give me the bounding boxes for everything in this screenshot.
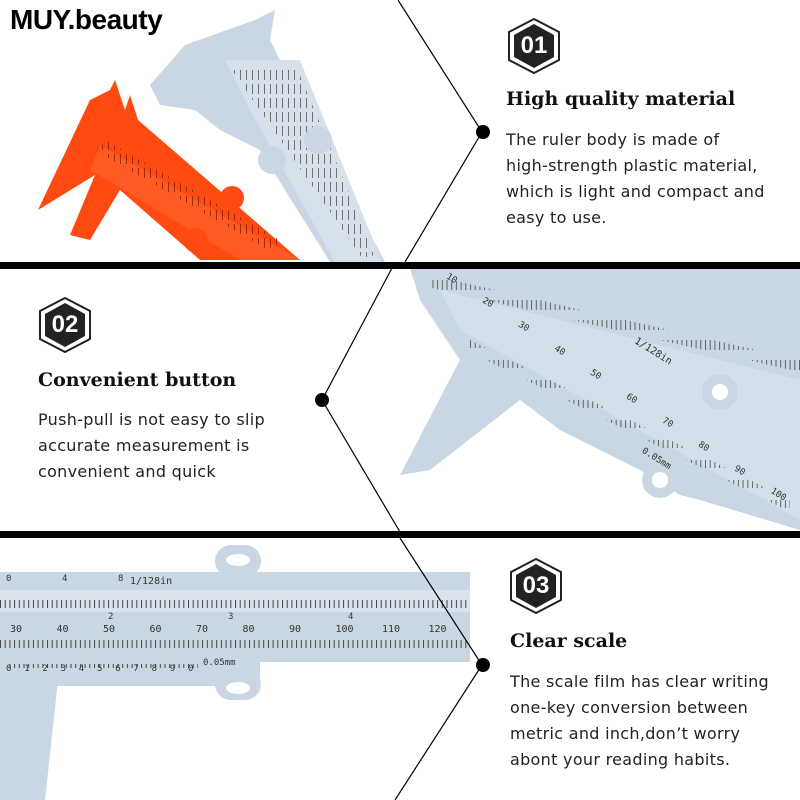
ruler-number: 2 — [42, 664, 48, 674]
hexagon-icon — [39, 296, 91, 354]
section-description: The scale film has clear writing one-key… — [510, 669, 769, 773]
ruler-number: 1 — [24, 664, 30, 674]
section-description: The ruler body is made of high-strength … — [506, 127, 765, 231]
ruler-number: 9 — [169, 664, 176, 674]
ruler-number: 4 — [78, 664, 85, 674]
ruler-number: 3 — [228, 612, 234, 622]
ruler-vernier-label: 0.05mm — [203, 658, 236, 668]
ruler-number: 90 — [289, 624, 302, 635]
section-divider — [0, 262, 800, 269]
section-divider — [0, 531, 800, 538]
ruler-number: 110 — [382, 624, 401, 635]
description-line: accurate measurement is — [38, 436, 250, 455]
description-line: which is light and compact and — [506, 182, 765, 201]
hexagon-icon — [508, 17, 560, 75]
gray-caliper-middle — [400, 268, 800, 530]
description-line: easy to use. — [506, 208, 607, 227]
ruler-number: 0 — [6, 664, 12, 674]
ruler-number: 100 — [335, 624, 354, 635]
brand-logo: MUY.beauty — [10, 4, 163, 35]
ruler-inch-marks: 2 3 4 — [0, 612, 470, 624]
connector-dot — [315, 393, 329, 407]
ruler-number: 30 — [10, 624, 23, 635]
gray-caliper-top — [150, 10, 385, 262]
ruler-fraction-label: 1/128in — [130, 576, 173, 587]
ruler-number: 40 — [56, 624, 69, 635]
step-badge-01: 01 — [508, 17, 560, 75]
step-badge-03: 03 — [510, 557, 562, 615]
ruler-number: 4 — [348, 612, 354, 622]
ruler-number: 6 — [115, 664, 121, 674]
ruler-number: 80 — [242, 624, 255, 635]
description-line: high-strength plastic material, — [506, 156, 758, 175]
orange-caliper — [38, 80, 300, 260]
ruler-number: 3 — [60, 664, 67, 674]
step-number: 01 — [520, 32, 548, 59]
ruler-number: 60 — [149, 624, 162, 635]
ruler-number: 50 — [103, 624, 116, 635]
ruler-number: 120 — [428, 624, 447, 635]
description-line: Push-pull is not easy to slip — [38, 410, 265, 429]
ruler-vernier-labels: 0 1 2 3 4 5 6 7 8 9 0 — [0, 664, 200, 676]
step-badge-02: 02 — [39, 296, 91, 354]
hexagon-icon — [510, 557, 562, 615]
ruler-number: 7 — [133, 664, 139, 674]
ruler-number: 2 — [108, 612, 114, 622]
section-description: Push-pull is not easy to slip accurate m… — [38, 407, 265, 485]
section-title: High quality material — [506, 88, 736, 110]
ruler-number: 8 — [151, 664, 158, 674]
description-line: abont your reading habits. — [510, 750, 731, 769]
section-title: Clear scale — [510, 630, 628, 652]
ruler-number: 5 — [97, 664, 103, 674]
connector-dot — [476, 125, 490, 139]
ruler-number: 0 — [188, 664, 194, 674]
connector-dot — [476, 658, 490, 672]
ruler-number: 4 — [62, 574, 68, 584]
ruler-mm-labels: 30 40 50 60 70 80 90 100 110 120 — [0, 624, 470, 638]
description-line: metric and inch,don’t worry — [510, 724, 741, 743]
description-line: convenient and quick — [38, 462, 216, 481]
description-line: The ruler body is made of — [506, 130, 720, 149]
section-title: Convenient button — [38, 369, 237, 391]
ruler-number: 70 — [196, 624, 209, 635]
step-number: 02 — [51, 311, 79, 338]
ruler-number: 8 — [118, 574, 124, 584]
ruler-number: 0 — [6, 574, 12, 584]
description-line: one-key conversion between — [510, 698, 749, 717]
step-number: 03 — [522, 572, 550, 599]
gray-caliper-bottom — [0, 545, 470, 800]
description-line: The scale film has clear writing — [510, 672, 769, 691]
ruler-inch-labels: 0 4 8 — [0, 574, 140, 586]
